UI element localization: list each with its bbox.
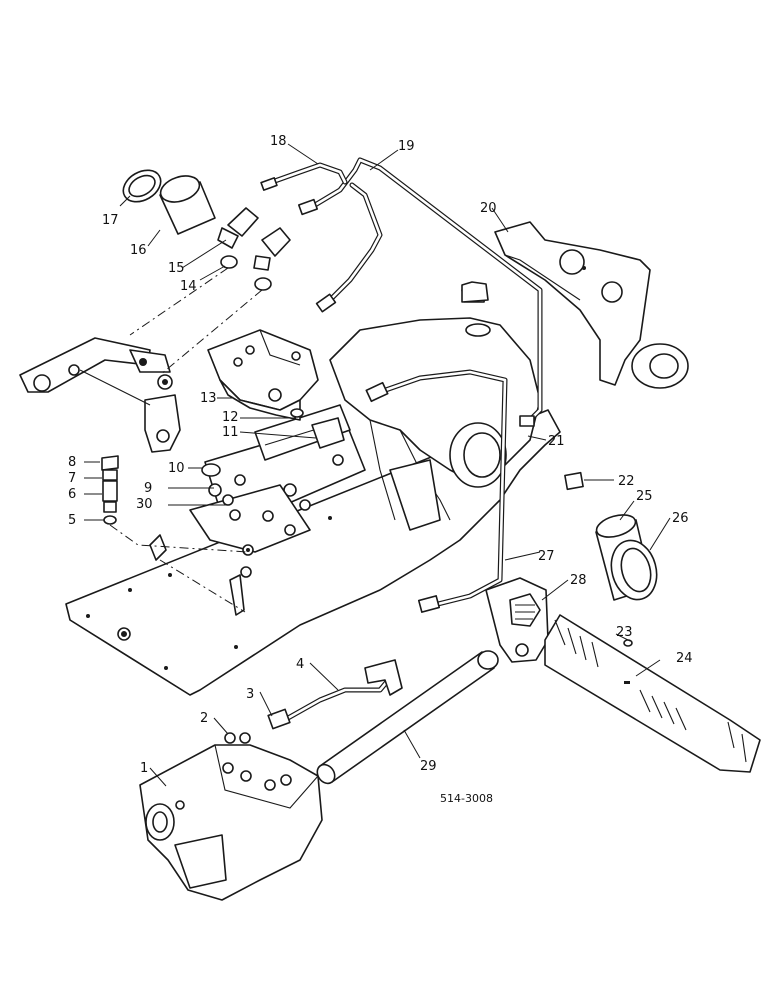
splined-shaft <box>544 614 761 773</box>
leader-lines <box>84 143 671 787</box>
callout-2: 2 <box>200 711 208 726</box>
pipe-main-riser <box>327 182 383 303</box>
callout-23: 23 <box>616 625 633 640</box>
callout-16: 16 <box>130 243 147 258</box>
push-rod <box>316 650 499 785</box>
link-rod <box>267 659 403 730</box>
callout-30: 30 <box>136 497 153 512</box>
pipe-27 <box>377 369 508 609</box>
callout-27: 27 <box>538 549 555 564</box>
callout-8: 8 <box>68 455 76 470</box>
callout-22: 22 <box>618 474 635 489</box>
ring <box>122 169 162 203</box>
seal-rings <box>201 255 304 477</box>
callout-1: 1 <box>140 761 148 776</box>
callout-12: 12 <box>222 410 239 425</box>
callout-20: 20 <box>480 201 497 216</box>
callout-7: 7 <box>68 471 76 486</box>
callout-5: 5 <box>68 513 76 528</box>
callout-9: 9 <box>144 481 152 496</box>
callout-24: 24 <box>676 651 693 666</box>
callout-28: 28 <box>570 573 587 588</box>
o-rings-2 <box>224 732 251 744</box>
callout-3: 3 <box>246 687 254 702</box>
callout-17: 17 <box>102 213 119 228</box>
seal-26 <box>610 539 658 601</box>
lever-arm <box>19 337 181 453</box>
bush <box>159 175 216 235</box>
relief-valve-stack <box>101 455 119 525</box>
elbow-fittings <box>217 207 345 449</box>
callout-11: 11 <box>222 425 239 440</box>
axle-housing <box>329 317 541 531</box>
plug-22 <box>564 471 584 491</box>
gasket <box>189 484 311 556</box>
breather-cap <box>461 281 489 303</box>
pipe-19 <box>307 157 543 423</box>
callout-14: 14 <box>180 279 197 294</box>
callout-29: 29 <box>420 759 437 774</box>
pipe-18 <box>269 162 348 185</box>
callout-19: 19 <box>398 139 415 154</box>
callout-15: 15 <box>168 261 185 276</box>
dowel-pins <box>149 534 252 616</box>
callout-13: 13 <box>200 391 217 406</box>
callout-26: 26 <box>672 511 689 526</box>
drawing-code: 514-3008 <box>440 792 493 805</box>
washer-23 <box>623 639 633 647</box>
callouts: 1 2 3 4 5 6 7 8 9 10 11 12 13 14 15 16 1… <box>68 134 693 776</box>
callout-25: 25 <box>636 489 653 504</box>
callout-21: 21 <box>548 434 565 449</box>
control-valve-block <box>207 329 319 421</box>
callout-18: 18 <box>270 134 287 149</box>
alignment-lines <box>109 267 263 613</box>
rockshaft <box>494 221 689 389</box>
callout-10: 10 <box>168 461 185 476</box>
pump-body <box>139 744 323 901</box>
callout-4: 4 <box>296 657 304 672</box>
lift-arm <box>485 577 549 663</box>
callout-6: 6 <box>68 487 76 502</box>
